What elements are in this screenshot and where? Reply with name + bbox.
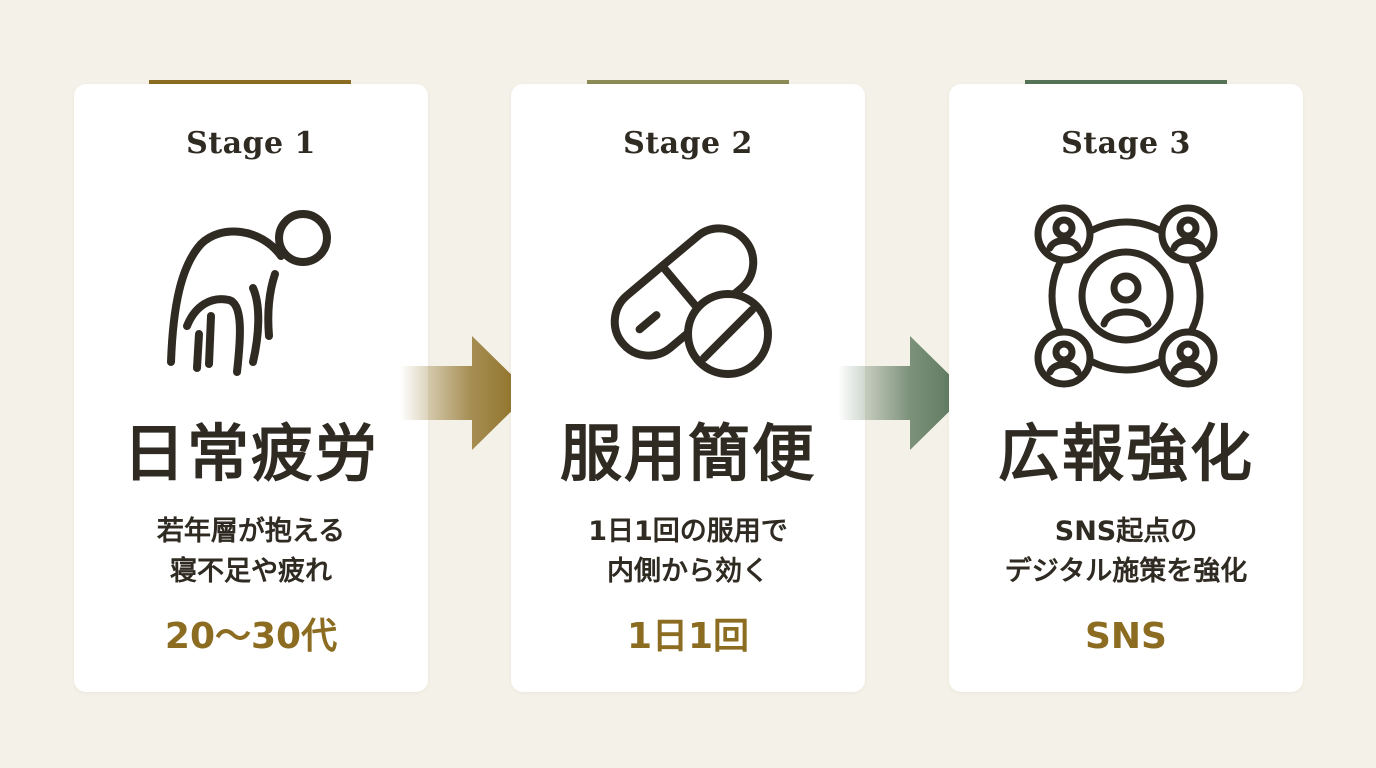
stage-2-desc-line-1: 1日1回の服用で: [588, 516, 788, 547]
stage-1-title: 日常疲労: [122, 417, 379, 490]
stage-3-label: Stage 3: [1061, 126, 1191, 161]
stage-2-desc-line-2: 内側から効く: [607, 556, 769, 587]
stage-2-card: Stage 2 服用簡便 1日1回の服用で 内側から効く 1日1回: [511, 84, 865, 692]
stage-1-card: Stage 1 日常疲労 若年層が抱える 寝不足や疲れ 20〜30代: [74, 84, 428, 692]
stage-2-title: 服用簡便: [559, 417, 816, 490]
stage-2-tag: 1日1回: [626, 616, 750, 657]
stage-3-desc-line-1: SNS起点の: [1054, 516, 1198, 547]
stage-3-card: Stage 3 広報強化 SNS起点の デジタル施策を強化 SNS: [949, 84, 1303, 692]
stage-1-desc-line-1: 若年層が抱える: [156, 516, 346, 547]
stage-3-tag: SNS: [1085, 616, 1167, 657]
stage-2-label: Stage 2: [623, 126, 753, 161]
stage-1-tag: 20〜30代: [164, 616, 338, 657]
stage-1-label: Stage 1: [186, 126, 316, 161]
stage-3-title: 広報強化: [997, 417, 1254, 490]
arrow-right-icon: [838, 336, 968, 450]
stage-3-description: SNS起点の デジタル施策を強化: [949, 512, 1303, 592]
stage-3-desc-line-2: デジタル施策を強化: [1004, 556, 1248, 587]
arrow-right-icon: [400, 336, 530, 450]
stage-1-desc-line-2: 寝不足や疲れ: [170, 556, 332, 587]
social-network-icon: [1026, 196, 1226, 396]
tired-person-icon: [151, 196, 351, 396]
stage-1-description: 若年層が抱える 寝不足や疲れ: [74, 512, 428, 592]
pill-capsule-icon: [588, 196, 788, 396]
stage-2-description: 1日1回の服用で 内側から効く: [511, 512, 865, 592]
